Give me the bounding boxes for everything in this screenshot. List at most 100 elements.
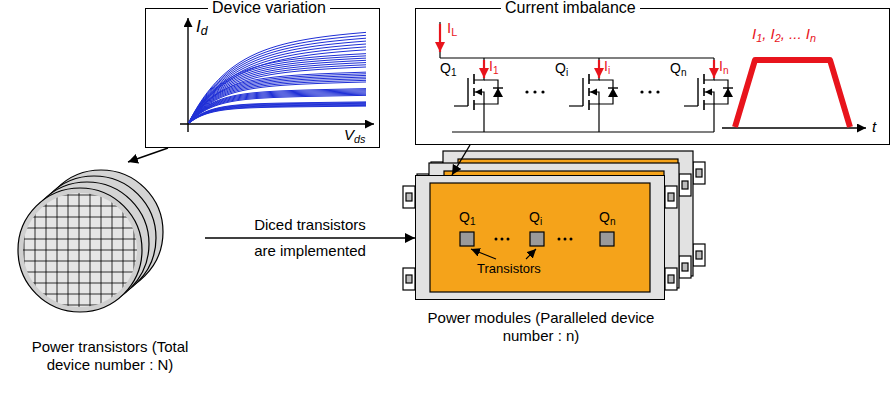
die-line <box>20 272 140 273</box>
subscript: 1 <box>470 216 476 227</box>
wire <box>439 22 440 58</box>
diode <box>608 88 618 97</box>
iv-curve <box>189 80 366 122</box>
iv-curve <box>189 93 366 123</box>
subscript: 1 <box>756 32 762 44</box>
gate <box>582 78 583 106</box>
wire <box>589 104 599 132</box>
transistor-die <box>530 232 544 246</box>
ellipsis-dot <box>533 90 536 93</box>
wire <box>704 104 714 132</box>
iv-curve <box>189 38 366 122</box>
waveform-label: I1, I2, ... In <box>752 26 816 45</box>
subscript: i <box>566 67 568 78</box>
current-arrow <box>439 24 441 52</box>
die-line <box>20 250 140 251</box>
diode-bar <box>493 87 503 88</box>
iv-curve <box>189 89 366 123</box>
label-text: t <box>872 118 876 135</box>
die-line <box>20 239 140 240</box>
transistor-name: Qn <box>599 210 616 227</box>
terminal <box>403 186 415 208</box>
label-text: I <box>447 19 451 36</box>
iv-curve <box>189 75 366 122</box>
terminal <box>693 244 705 266</box>
subscript: n <box>610 216 616 227</box>
label-text: V <box>344 126 354 143</box>
iv-curve <box>189 54 366 123</box>
label-text: Q <box>670 60 681 76</box>
transistor-die <box>600 232 614 246</box>
axis-label: Id <box>196 18 208 39</box>
label-text: I <box>604 58 608 74</box>
terminal-hole <box>406 193 412 201</box>
iv-curve <box>189 105 366 123</box>
transistor-name: Q1 <box>459 210 476 227</box>
terminal <box>679 256 691 278</box>
die-line <box>20 217 140 218</box>
terminal <box>665 186 677 208</box>
terminal <box>693 162 705 184</box>
drain-rail <box>440 57 714 58</box>
power-module: Power modules (Paralleled device number … <box>415 175 665 300</box>
channel <box>588 74 590 84</box>
terminal-hole <box>668 193 674 201</box>
wire <box>704 58 714 80</box>
label-text: Q <box>529 209 540 225</box>
ellipsis-dot <box>558 238 561 241</box>
current-label: IL <box>447 20 457 39</box>
group-caption: Power transistors (Total device number :… <box>15 338 205 374</box>
subscript: d <box>201 24 208 38</box>
current-waveform <box>735 60 850 127</box>
terminal <box>679 174 691 196</box>
wafer-front <box>18 188 142 312</box>
wafer-stack <box>18 170 163 312</box>
x-axis <box>180 123 374 124</box>
ellipsis-dot <box>501 238 504 241</box>
current-arrow <box>713 60 715 78</box>
gate <box>467 78 468 106</box>
subscript: i <box>540 216 542 227</box>
label-text: , I <box>762 25 775 42</box>
terminal <box>403 268 415 290</box>
ellipsis-dot <box>648 90 651 93</box>
channel <box>473 74 475 84</box>
terminal-hole <box>682 181 688 189</box>
die-area <box>20 190 140 310</box>
connector-arrow <box>128 148 168 162</box>
subscript: 1 <box>451 67 457 78</box>
part-label: Transistors <box>477 262 541 276</box>
iv-curve <box>189 74 366 123</box>
iv-curve <box>189 82 366 123</box>
terminal-hole <box>668 275 674 283</box>
leader-line <box>526 249 536 259</box>
module-stack <box>403 151 705 300</box>
panel-title: Device variation <box>208 0 330 18</box>
iv-curve <box>189 94 366 123</box>
terminal-hole <box>682 263 688 271</box>
ellipsis-dot <box>541 90 544 93</box>
iv-curve <box>189 90 366 123</box>
label-text: I <box>196 17 201 36</box>
terminal-hole <box>406 275 412 283</box>
die-line <box>20 195 140 196</box>
transistor-name: Qi <box>529 210 542 227</box>
die-line <box>20 228 140 229</box>
connector-arrow <box>452 145 470 175</box>
current-label: In <box>719 59 729 76</box>
connector-arrow <box>205 237 415 238</box>
gate-lead <box>569 105 583 106</box>
ellipsis-dot <box>564 238 567 241</box>
die-grid <box>20 190 140 310</box>
subscript: ds <box>354 133 365 145</box>
channel <box>588 88 590 96</box>
label-text: Q <box>555 60 566 76</box>
parallel-circuit <box>440 22 866 132</box>
time-axis <box>722 127 866 128</box>
terminal-hole <box>696 251 702 259</box>
subscript: 1 <box>493 65 499 76</box>
die-line <box>20 206 140 207</box>
subscript: i <box>608 65 610 76</box>
